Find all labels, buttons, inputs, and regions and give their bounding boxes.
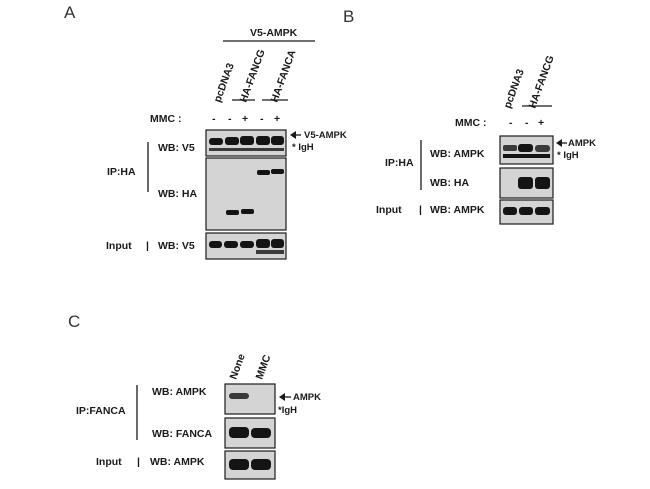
blot-band (251, 459, 271, 470)
panel-c-star-label: *IgH (278, 405, 297, 416)
panel-b-lane-pcdna3: pcDNA3 (502, 67, 527, 110)
blot-band (224, 241, 238, 248)
panel-b: B pcDNA3 HA-FANCG MMC : - - + WB: AMPK W… (343, 7, 596, 225)
panel-b-lane-ha-fancg: HA-FANCG (527, 54, 557, 110)
panel-a-blot-ip-ha (205, 157, 287, 231)
panel-c-input-label: Input (96, 456, 122, 468)
blot-band (240, 241, 254, 248)
blot-band (535, 207, 550, 215)
panel-a-lane-ha-fanca: HA-FANCA (269, 48, 299, 104)
blot-band (271, 169, 284, 174)
blot-band (256, 239, 270, 248)
blot-band (209, 148, 284, 151)
panel-a-mmc-sign: - (260, 113, 264, 125)
panel-b-input-label: Input (376, 204, 402, 216)
panel-c: C None MMC WB: AMPK WB: FANCA IP:FANCA I… (68, 312, 321, 480)
panel-a-mmc-sign: - (228, 113, 232, 125)
panel-a-wb-input: WB: V5 (158, 240, 195, 252)
blot-band (518, 144, 533, 152)
panel-a-wb-ip2: WB: HA (158, 188, 197, 200)
panel-a-lane-pcdna3: pcDNA3 (212, 61, 237, 104)
panel-b-wb-ip2: WB: HA (430, 177, 469, 189)
blot-band (240, 136, 254, 145)
separator: | (146, 240, 149, 252)
blot-band (257, 170, 270, 175)
panel-c-arrow-label: AMPK (293, 392, 321, 403)
panel-a-star-label: * IgH (292, 142, 314, 153)
panel-a-letter: A (64, 3, 76, 22)
panel-b-mmc-sign: - (509, 117, 513, 129)
separator: | (419, 204, 422, 216)
panel-b-mmc-sign: + (538, 117, 544, 129)
blot-band (535, 177, 550, 189)
blot-band (209, 241, 222, 248)
blot-band (503, 207, 517, 215)
panel-a-lane-ha-fancg: HA-FANCG (238, 48, 268, 104)
panel-a-input-label: Input (106, 240, 132, 252)
panel-b-letter: B (343, 7, 354, 26)
blot-band (225, 137, 239, 145)
blot-band (519, 207, 533, 215)
blot-band (251, 428, 271, 438)
panel-a-arrow-label: V5-AMPK (304, 130, 347, 141)
panel-b-wb-input: WB: AMPK (430, 204, 485, 216)
panel-b-wb-ip1: WB: AMPK (430, 148, 485, 160)
blot-band (229, 459, 249, 470)
panel-a-wb-ip1: WB: V5 (158, 142, 195, 154)
blot-band (271, 136, 284, 145)
arrow-left-icon (279, 393, 285, 401)
separator: | (137, 456, 140, 468)
panel-c-letter: C (68, 312, 80, 331)
panel-b-ip-label: IP:HA (385, 157, 414, 169)
panel-c-wb-input: WB: AMPK (150, 456, 205, 468)
blot-band (229, 393, 249, 399)
panel-b-arrow-label: AMPK (568, 138, 596, 149)
panel-a-ip-label: IP:HA (107, 166, 136, 178)
panel-c-wb-ip2: WB: FANCA (152, 428, 212, 440)
panel-c-wb-ip1: WB: AMPK (152, 386, 207, 398)
blot-band (256, 136, 270, 145)
panel-b-mmc-label: MMC : (455, 117, 487, 129)
arrow-left-icon (556, 139, 562, 147)
blot-band (226, 210, 239, 215)
panel-b-star-label: * IgH (557, 150, 579, 161)
blot-band (518, 177, 533, 189)
panel-a-group-label: V5-AMPK (250, 27, 298, 39)
panel-c-ip-label: IP:FANCA (76, 405, 126, 417)
panel-a: A V5-AMPK pcDNA3 HA-FANCG HA-FANCA MMC :… (64, 3, 347, 260)
blot-band (256, 250, 284, 254)
blot-band (209, 138, 223, 145)
blot-band (503, 154, 550, 158)
panel-a-mmc-sign: + (274, 113, 280, 125)
blot-band (241, 209, 254, 214)
panel-a-mmc-sign: + (242, 113, 248, 125)
panel-a-mmc-label: MMC : (150, 113, 182, 125)
blot-band (503, 145, 517, 151)
arrow-left-icon (290, 131, 296, 139)
blot-band (535, 145, 550, 152)
blot-band (271, 239, 284, 248)
panel-a-mmc-sign: - (212, 113, 216, 125)
panel-c-lane-mmc: MMC (254, 353, 274, 381)
panel-c-lane-none: None (228, 352, 248, 381)
blot-band (229, 427, 249, 438)
panel-b-mmc-sign: - (525, 117, 529, 129)
